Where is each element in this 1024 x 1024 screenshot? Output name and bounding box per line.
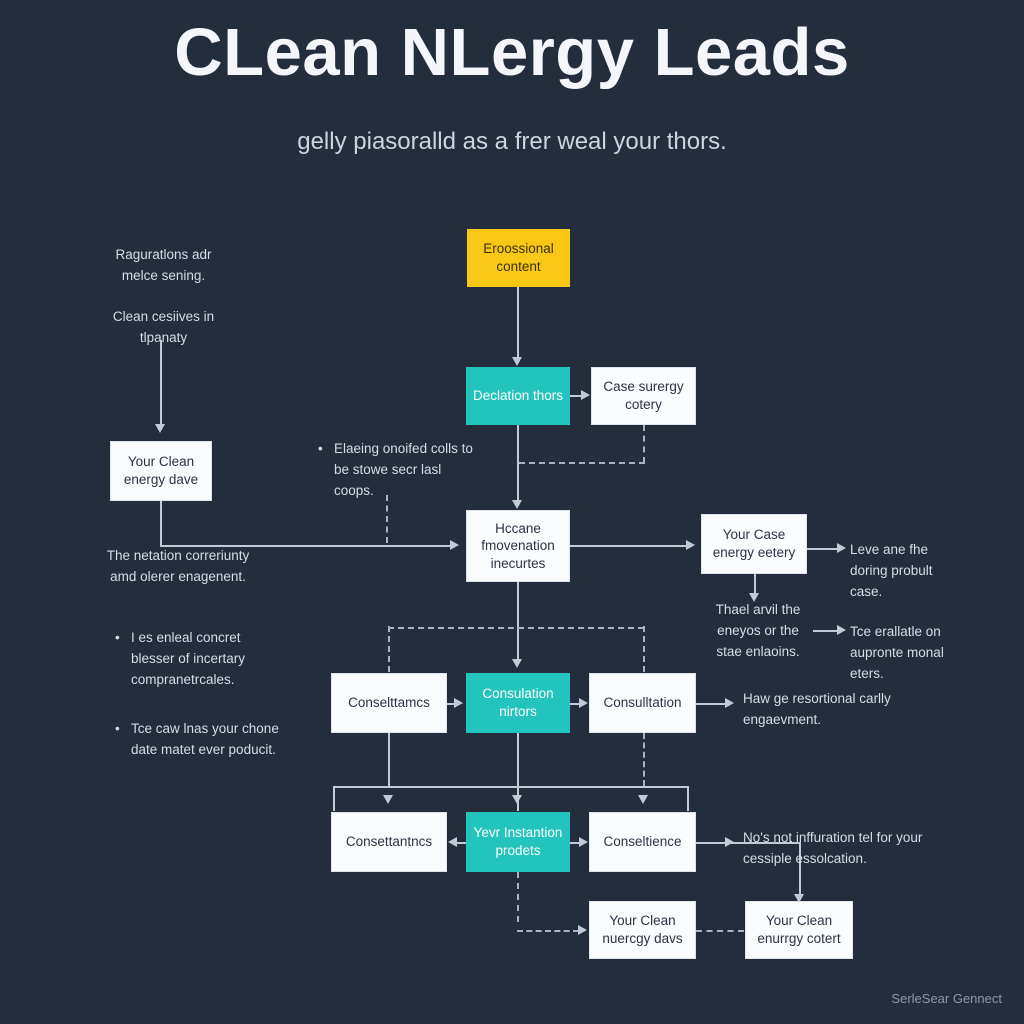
connector-row3left-down	[388, 733, 390, 786]
arrowhead-row3-left-to-mid	[454, 698, 463, 708]
node-case-energy-eetery[interactable]: Your Case energy eetery	[701, 514, 807, 574]
node-bottom-left[interactable]: Your Clean nuercgy davs	[589, 901, 696, 959]
arrowhead-row4-right	[638, 795, 648, 804]
arrowhead-row4-left	[383, 795, 393, 804]
connector-case-dashed-down	[643, 425, 645, 463]
connector-row3-dashed-left-v	[388, 626, 390, 672]
connector-row3-right-to-note	[696, 703, 728, 705]
connector-row3mid-down	[517, 733, 519, 811]
connector-bullet-dashed-v	[386, 495, 388, 543]
node-decision[interactable]: Declation thors	[466, 367, 570, 425]
connector-case-dashed-left	[519, 462, 645, 464]
connector-row4-mid-to-left	[455, 842, 467, 844]
bullet-item-2: I es enleal concret blesser of incertary…	[115, 628, 281, 691]
node-case-survey[interactable]: Case surergy cotery	[591, 367, 696, 425]
connector-caseenergy-to-note	[807, 548, 839, 550]
connector-row4right-over	[696, 842, 800, 844]
connector-decision-to-case	[570, 395, 584, 397]
arrowhead-dave-to-innovation	[450, 540, 459, 550]
connector-note5-down	[799, 880, 801, 898]
connector-row34-bus-rightleg	[687, 786, 689, 811]
node-innovation[interactable]: Hccane fmovenation inecurtes	[466, 510, 570, 582]
node-row4-right[interactable]: Conseltience	[589, 812, 696, 872]
connector-topleft-down	[160, 340, 162, 426]
node-row4-left[interactable]: Consettantncs	[331, 812, 447, 872]
bullet-item-1: Elaeing onoifed colls to be stowe secr l…	[318, 439, 474, 502]
connector-row4-mid-to-right	[570, 842, 582, 844]
arrowhead-caseenergy-down	[749, 593, 759, 602]
connector-source-to-decision	[517, 287, 519, 359]
connector-note2-to-note3	[813, 630, 839, 632]
note-right-2: Thael arvil the eneyos or the stae enlao…	[715, 602, 801, 659]
arrowhead-topleft-down	[155, 424, 165, 433]
node-row3-mid[interactable]: Consulation nirtors	[466, 673, 570, 733]
connector-bottom-dashed	[696, 930, 744, 932]
arrowhead-caseenergy-to-note	[837, 543, 846, 553]
arrowhead-decision-to-case	[581, 390, 590, 400]
connector-caseenergy-down	[754, 573, 756, 595]
connector-row34-bus-leftleg	[333, 786, 335, 811]
connector-row4right-down	[799, 842, 801, 900]
arrowhead-row4-mid-to-left	[448, 837, 457, 847]
arrowhead-row3-right-to-note	[725, 698, 734, 708]
note-right-4: Haw ge resortional carlly engaevment.	[743, 691, 891, 727]
connector-row34-bus	[333, 786, 688, 788]
page-subtitle: gelly piasoralld as a frer weal your tho…	[297, 128, 727, 155]
arrowhead-bottom-right	[794, 894, 804, 903]
connector-row4mid-dashed-down	[517, 872, 519, 922]
connector-row3-dashed-h	[388, 627, 644, 629]
footer-brand: SerleSear Gennect	[891, 991, 1002, 1006]
connector-row4mid-dashed-right	[517, 930, 579, 932]
arrowhead-note2-to-note3	[837, 625, 846, 635]
arrowhead-source-to-decision	[512, 357, 522, 366]
note-top-left-2: Clean cesiives in tlpanaty	[112, 309, 215, 345]
connector-innovation-to-caseenergy	[570, 545, 688, 547]
note-right-5: No's not inffuration tel for your cessip…	[743, 830, 923, 866]
bullet-item-3: Tce caw lnas your chone date matet ever …	[115, 719, 281, 761]
node-row3-left[interactable]: Conselttamcs	[331, 673, 447, 733]
node-source[interactable]: Eroossional content	[467, 229, 570, 287]
arrowhead-row3-mid-to-right	[579, 698, 588, 708]
note-top-left-1: Raguratlons adr melce sening.	[115, 247, 212, 283]
arrowhead-innovation-to-caseenergy	[686, 540, 695, 550]
connector-decision-to-innovation	[517, 425, 519, 503]
arrowhead-innovation-down	[512, 659, 522, 668]
arrowhead-row4-mid	[512, 795, 522, 804]
connector-row3-mid-to-right	[570, 703, 582, 705]
node-row4-mid[interactable]: Yevr Instantion prodets	[466, 812, 570, 872]
arrowhead-row4-mid-to-right	[579, 837, 588, 847]
node-row3-right[interactable]: Consulltation	[589, 673, 696, 733]
arrowhead-decision-to-innovation	[512, 500, 522, 509]
node-bottom-right[interactable]: Your Clean enurrgy cotert	[745, 901, 853, 959]
connector-dave-down	[160, 500, 162, 546]
connector-dave-right	[160, 545, 452, 547]
arrowhead-to-bottom-left	[578, 925, 587, 935]
note-right-1: Leve ane fhe doring probult case.	[850, 542, 933, 599]
page-title: CLean NLergy Leads	[174, 15, 850, 90]
note-right-3: Tce erallatle on aupronte monal eters.	[850, 624, 944, 681]
connector-innovation-down	[517, 582, 519, 662]
connector-row3right-down-dashed	[643, 733, 645, 786]
note-mid-left-1: The netation correriunty amd olerer enag…	[106, 548, 250, 584]
node-clean-energy-dave[interactable]: Your Clean energy dave	[110, 441, 212, 501]
connector-row3-dashed-right-v	[643, 626, 645, 672]
connector-row3-left-to-mid	[447, 703, 457, 705]
